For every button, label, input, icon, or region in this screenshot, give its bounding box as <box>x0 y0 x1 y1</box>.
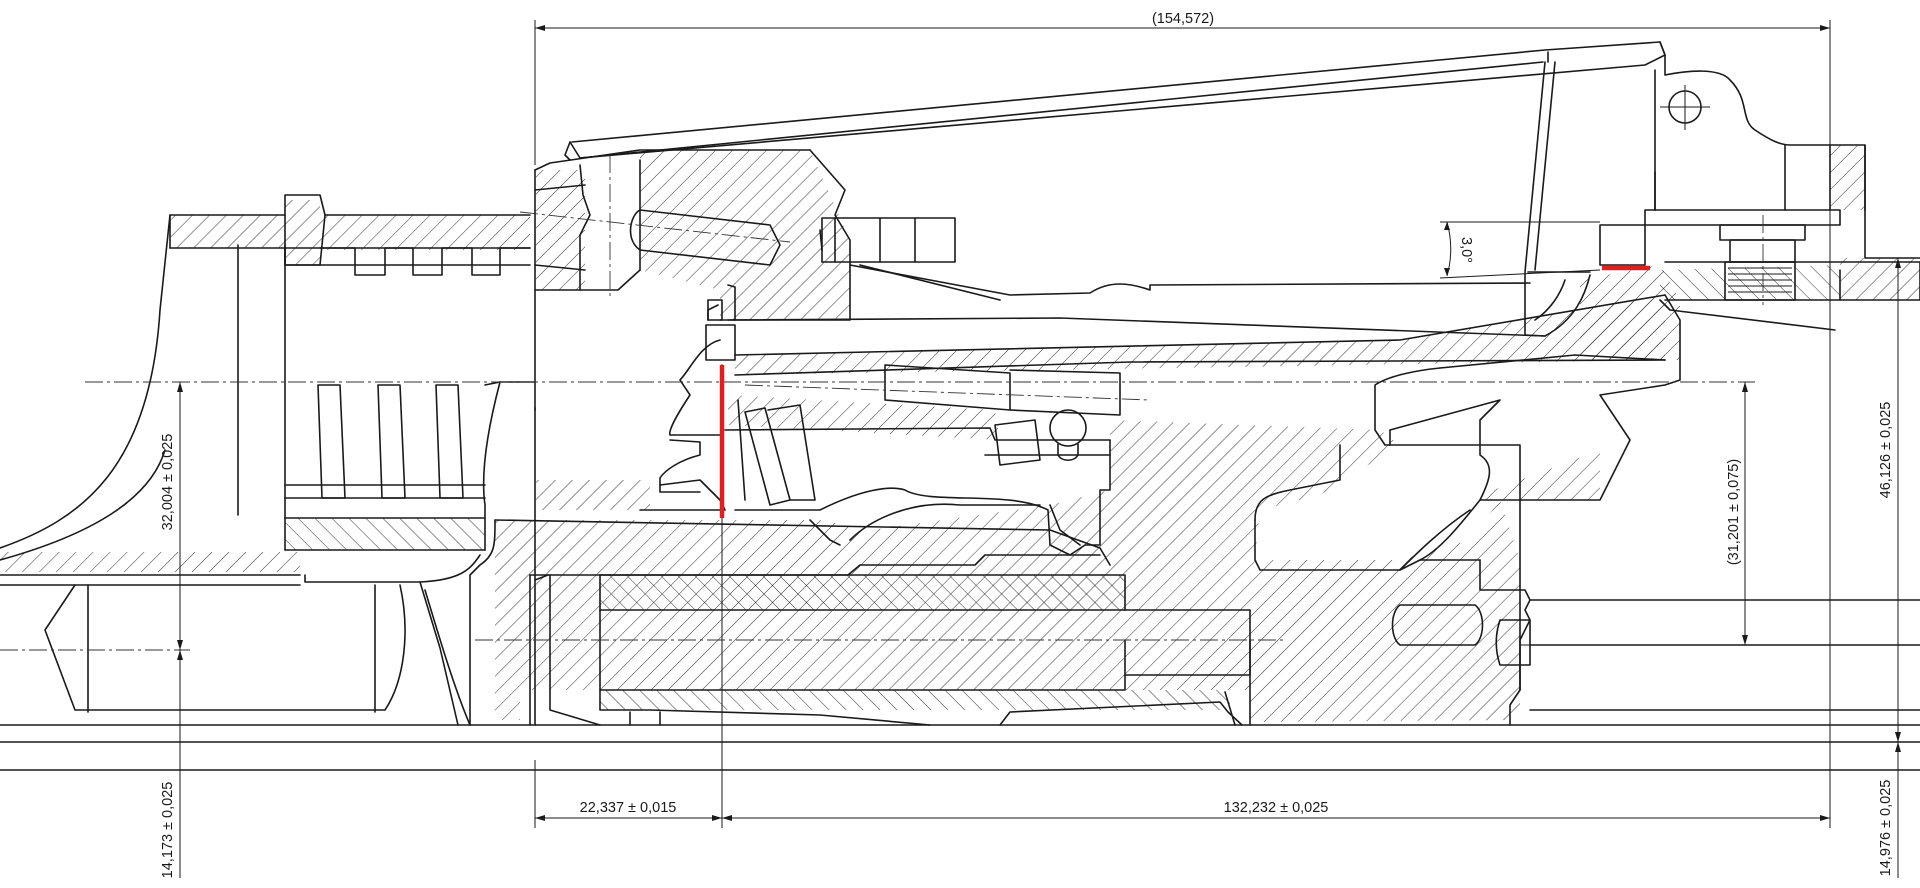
hatched-sections <box>0 145 1920 722</box>
dim-left-segment: 22,337 ± 0,015 <box>580 800 677 816</box>
center-lines <box>0 155 1764 651</box>
dim-left-height: 32,004 ± 0,025 <box>160 434 176 531</box>
dimension-labels: (154,572) 22,337 ± 0,015 132,232 ± 0,025… <box>160 11 1894 878</box>
highlight-lines <box>719 265 1650 518</box>
dim-bottom-right-height: 14,976 ± 0,025 <box>1878 780 1894 877</box>
dimension-arrows <box>177 25 1901 821</box>
dim-overall-length: (154,572) <box>1152 11 1214 27</box>
thread-lines <box>1728 267 1792 293</box>
dim-mid-height: (31,201 ± 0,075) <box>1726 459 1742 565</box>
part-outlines <box>0 41 1920 771</box>
dimension-lines <box>179 20 1915 878</box>
dim-angle: 3,0° <box>1458 237 1474 263</box>
dim-right-segment: 132,232 ± 0,025 <box>1224 800 1329 816</box>
dim-right-height: 46,126 ± 0,025 <box>1878 402 1894 499</box>
dim-bottom-left-height: 14,173 ± 0,025 <box>160 782 176 879</box>
